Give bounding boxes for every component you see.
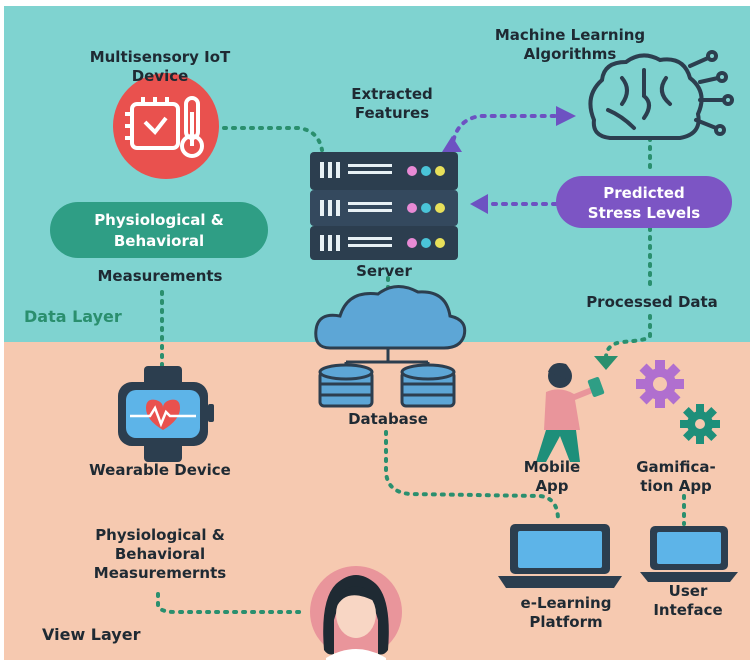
- database-label: Database: [348, 410, 428, 428]
- arrow-to-ml: [556, 106, 576, 126]
- iot-device-label-line2: Device: [132, 67, 189, 85]
- arrow-to-server-from-predicted: [470, 194, 488, 214]
- gamification-line2: tion App: [640, 477, 712, 495]
- physiological-pill: [50, 202, 268, 258]
- ui-line1: User: [669, 582, 708, 600]
- processed-data-label: Processed Data: [586, 293, 718, 311]
- data-layer-label: Data Layer: [24, 307, 122, 326]
- database-to-elearning-connector: [384, 430, 560, 522]
- user-avatar-icon: [310, 566, 402, 660]
- gears-icon: [636, 360, 720, 444]
- server-label: Server: [356, 262, 412, 280]
- extracted-features-line1: Extracted: [351, 85, 433, 103]
- ui-laptop-icon: [640, 526, 738, 582]
- gamification-line1: Gamifica-: [636, 458, 716, 476]
- server-to-ml-connector: [450, 114, 558, 152]
- elearning-laptop-icon: [498, 524, 622, 588]
- arrow-to-mobile: [594, 356, 618, 370]
- physiological-pill-line2: Behavioral: [114, 232, 204, 250]
- mobile-app-line2: App: [535, 477, 568, 495]
- mobile-person-icon: [536, 363, 605, 462]
- predicted-stress-pill: [556, 176, 732, 228]
- mobile-app-line1: Mobile: [524, 458, 580, 476]
- server-icon: [310, 152, 458, 260]
- extracted-features-line2: Features: [355, 104, 429, 122]
- elearning-line2: Platform: [529, 613, 602, 631]
- view-layer-label: View Layer: [42, 625, 141, 644]
- arrow-to-server-from-ml: [442, 136, 462, 152]
- ml-brain-icon: [588, 50, 734, 140]
- physio-bottom-line3: Measuremernts: [94, 564, 226, 582]
- physio-bottom-line2: Behavioral: [115, 545, 205, 563]
- ui-line2: Inteface: [653, 601, 722, 619]
- iot-to-server-connector: [222, 126, 324, 152]
- predicted-stress-line1: Predicted: [603, 184, 684, 202]
- measurements-to-user-connector: [156, 592, 306, 614]
- ml-label-line2: Algorithms: [524, 45, 617, 63]
- physio-bottom-line1: Physiological &: [95, 526, 225, 544]
- ml-label-line1: Machine Learning: [495, 26, 645, 44]
- processed-to-mobile-connector: [604, 314, 652, 360]
- predicted-stress-line2: Stress Levels: [588, 204, 700, 222]
- physiological-pill-line1: Physiological &: [94, 211, 224, 229]
- wearable-device-label: Wearable Device: [89, 461, 231, 479]
- measurements-label: Measurements: [98, 267, 223, 285]
- iot-device-label-line1: Multisensory IoT: [90, 48, 231, 66]
- database-icon: [318, 363, 456, 408]
- smartwatch-icon: [118, 366, 214, 462]
- elearning-line1: e-Learning: [521, 594, 612, 612]
- iot-device-icon: [113, 73, 219, 179]
